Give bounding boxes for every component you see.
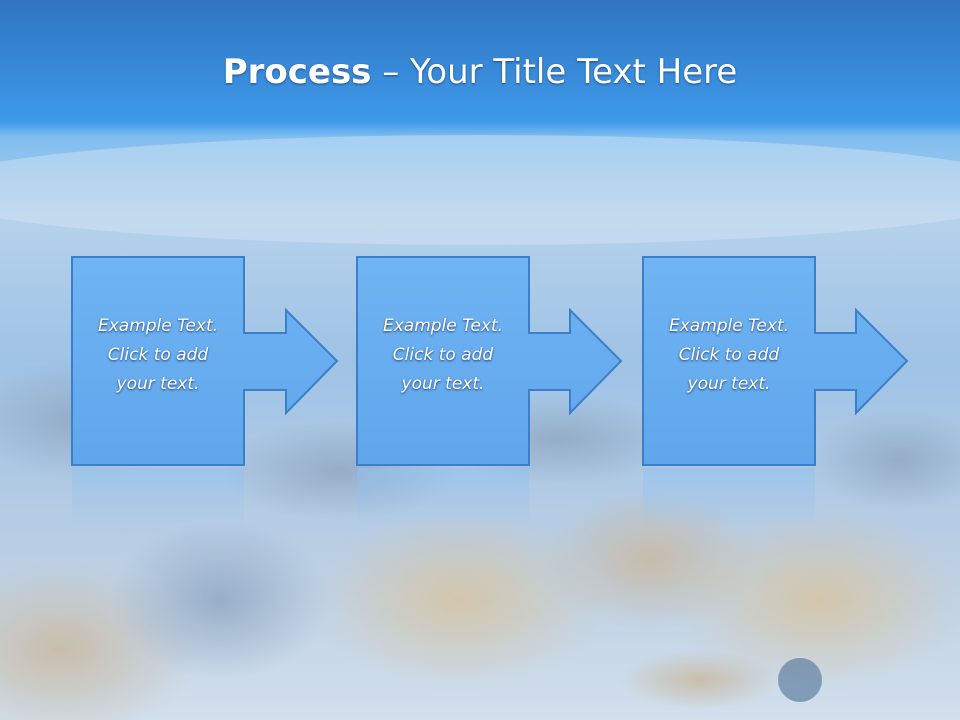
process-step-1-text[interactable]: Example Text. Click to add your text. — [72, 300, 244, 410]
slide-title-rest: – Your Title Text Here — [371, 52, 738, 92]
step-text-line: Example Text. — [382, 315, 504, 336]
slide-title-bold: Process — [222, 52, 372, 92]
process-step-1-shape[interactable] — [71, 256, 339, 528]
step-text-line: Click to add — [678, 344, 780, 365]
step-text-line: Example Text. — [97, 315, 219, 336]
step-text-line: Click to add — [392, 344, 494, 365]
step-text-line: Click to add — [107, 344, 209, 365]
slide-title[interactable]: Process – Your Title Text Here — [0, 52, 960, 92]
step-text-line: your text. — [687, 373, 771, 394]
step-text-line: Example Text. — [668, 315, 790, 336]
process-step-3-text[interactable]: Example Text. Click to add your text. — [643, 300, 815, 410]
process-step-2-text[interactable]: Example Text. Click to add your text. — [357, 300, 529, 410]
process-step-3-shape[interactable] — [642, 256, 909, 528]
process-step-2-shape[interactable] — [356, 256, 623, 528]
step-text-line: your text. — [401, 373, 485, 394]
step-text-line: your text. — [116, 373, 200, 394]
